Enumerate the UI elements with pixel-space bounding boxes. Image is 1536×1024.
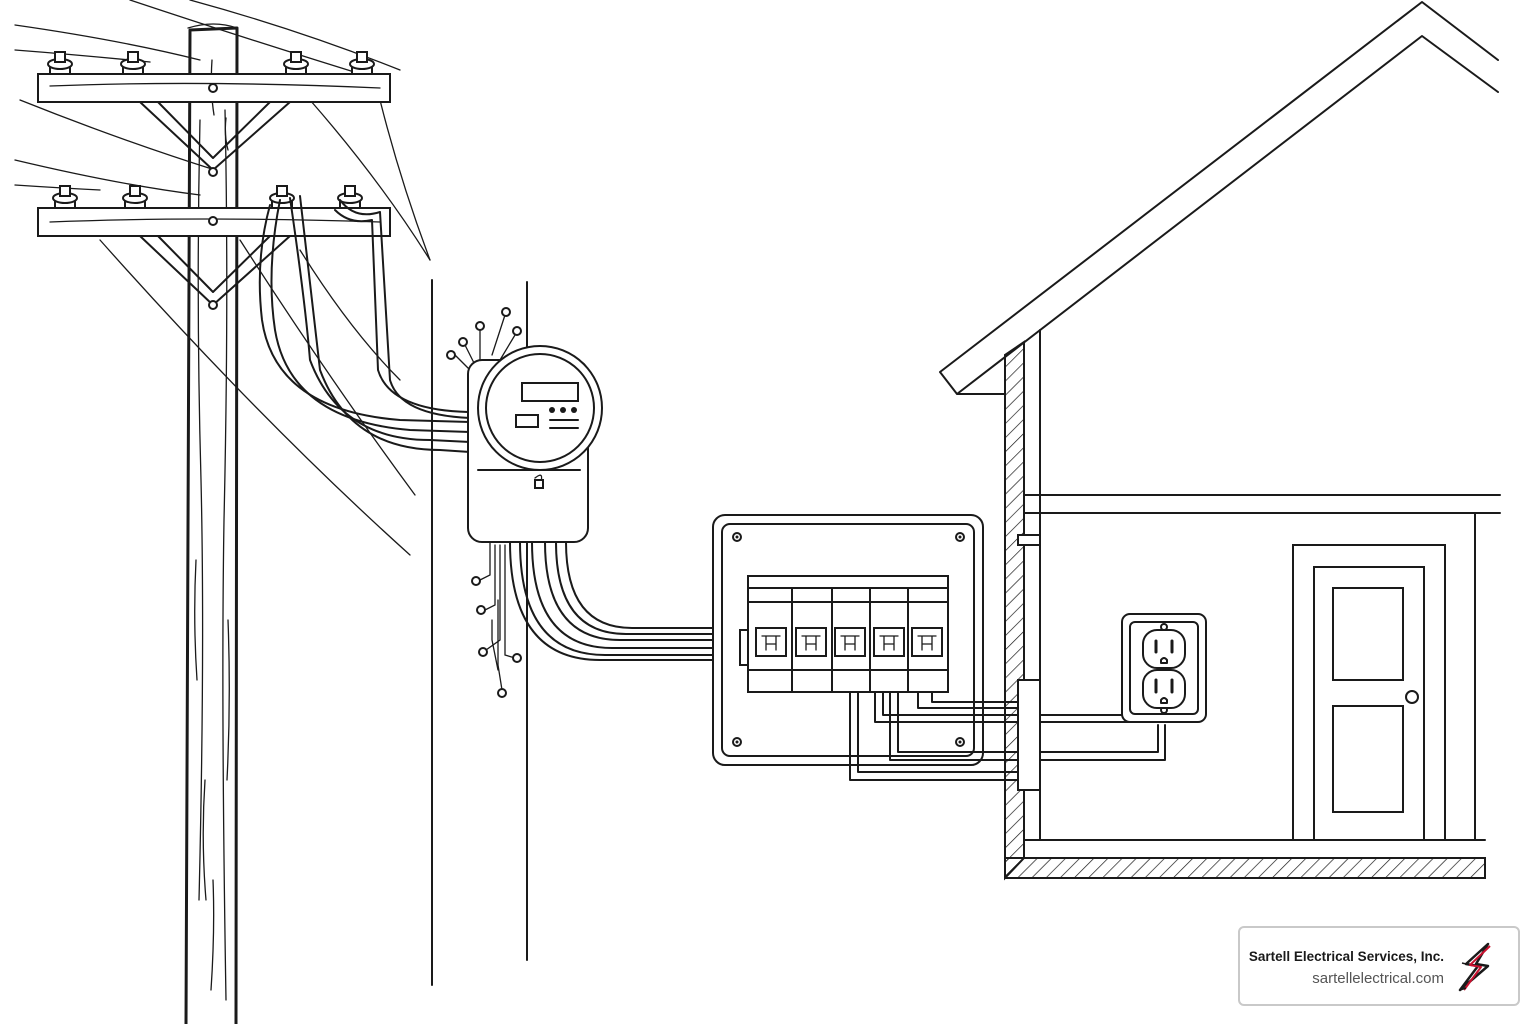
house-door [1292,544,1446,841]
house-exterior-wall [1004,340,1025,881]
house [939,1,1501,881]
meter-to-panel-wires [509,541,746,661]
outlet-receptacle-top [1142,629,1186,669]
house-roof [939,1,1499,395]
panel-screws [732,532,965,747]
crossarm-lower [37,207,391,310]
utility-pole [14,0,431,1024]
brand-name: Sartell Electrical Services, Inc. [1248,949,1444,964]
electric-meter [446,307,603,698]
crossarm-upper [37,73,391,177]
brand-url[interactable]: sartellelectrical.com [1312,970,1444,987]
meter-seal-icon [534,474,544,489]
meter-buttons [549,407,579,429]
overhead-wires [14,0,431,556]
insulators-lower [52,185,363,209]
breaker-panel [712,514,984,766]
outlet-receptacle-bottom [1142,669,1186,709]
meter-display [521,382,579,402]
wall-outlet [1121,613,1207,723]
pole-wood-grain [194,59,230,1001]
lightning-bolt-icon [1458,942,1491,992]
service-drop-wires [258,195,471,453]
insulators-upper [47,51,375,75]
brand-badge[interactable]: Sartell Electrical Services, Inc. sartel… [1238,926,1520,1006]
breaker-switches [755,587,943,693]
meter-circuit-traces [446,307,522,698]
house-foundation [1004,857,1486,879]
door-knob [1405,690,1419,704]
pole-shaft [184,26,239,1024]
